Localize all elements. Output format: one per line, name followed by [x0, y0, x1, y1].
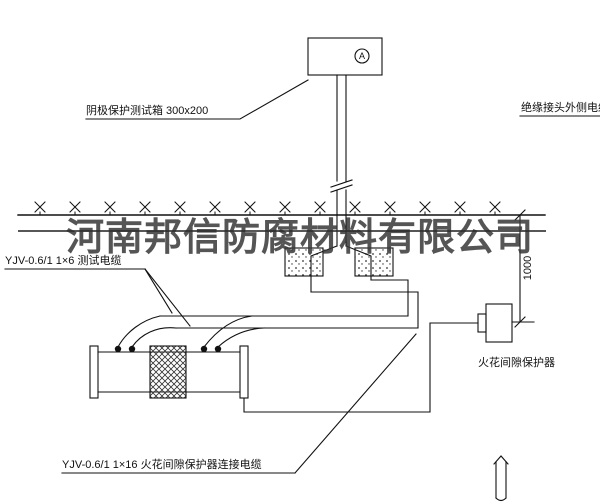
spark-gap-protector: [477, 303, 513, 343]
spark-gap-cable: [243, 322, 479, 413]
watermark-text: 河南邦信防腐材料有限公司: [65, 217, 535, 259]
insulating-joint: [149, 345, 187, 399]
outer-cable-label: 绝缘接头外侧电缆: [521, 100, 600, 114]
concrete-block-left: [284, 247, 324, 277]
test-box-label: 阴极保护测试箱 300x200: [86, 103, 208, 117]
meter-letter: A: [359, 51, 365, 61]
test-cable-leaders: [4, 268, 191, 327]
connect-cable-leader: [61, 333, 417, 474]
dimension-1000: [511, 209, 535, 328]
test-box-leader-line: [85, 79, 309, 120]
pipe-break-symbol: [493, 455, 509, 502]
dimension-1000-text: 1000: [522, 256, 534, 280]
meter-circle-icon: [354, 48, 370, 64]
watermark-strike-line: [18, 230, 546, 232]
test-cable-label: YJV-0.6/1 1×6 测试电缆: [5, 254, 121, 267]
underground-cables: [117, 245, 419, 348]
weld-points: [114, 345, 222, 353]
conduit-riser: [330, 74, 353, 247]
connect-cable-label: YJV-0.6/1 1×16 火花间隙保护器连接电缆: [62, 457, 262, 471]
test-box: [307, 37, 383, 76]
spark-gap-label: 火花间隙保护器: [478, 355, 555, 369]
